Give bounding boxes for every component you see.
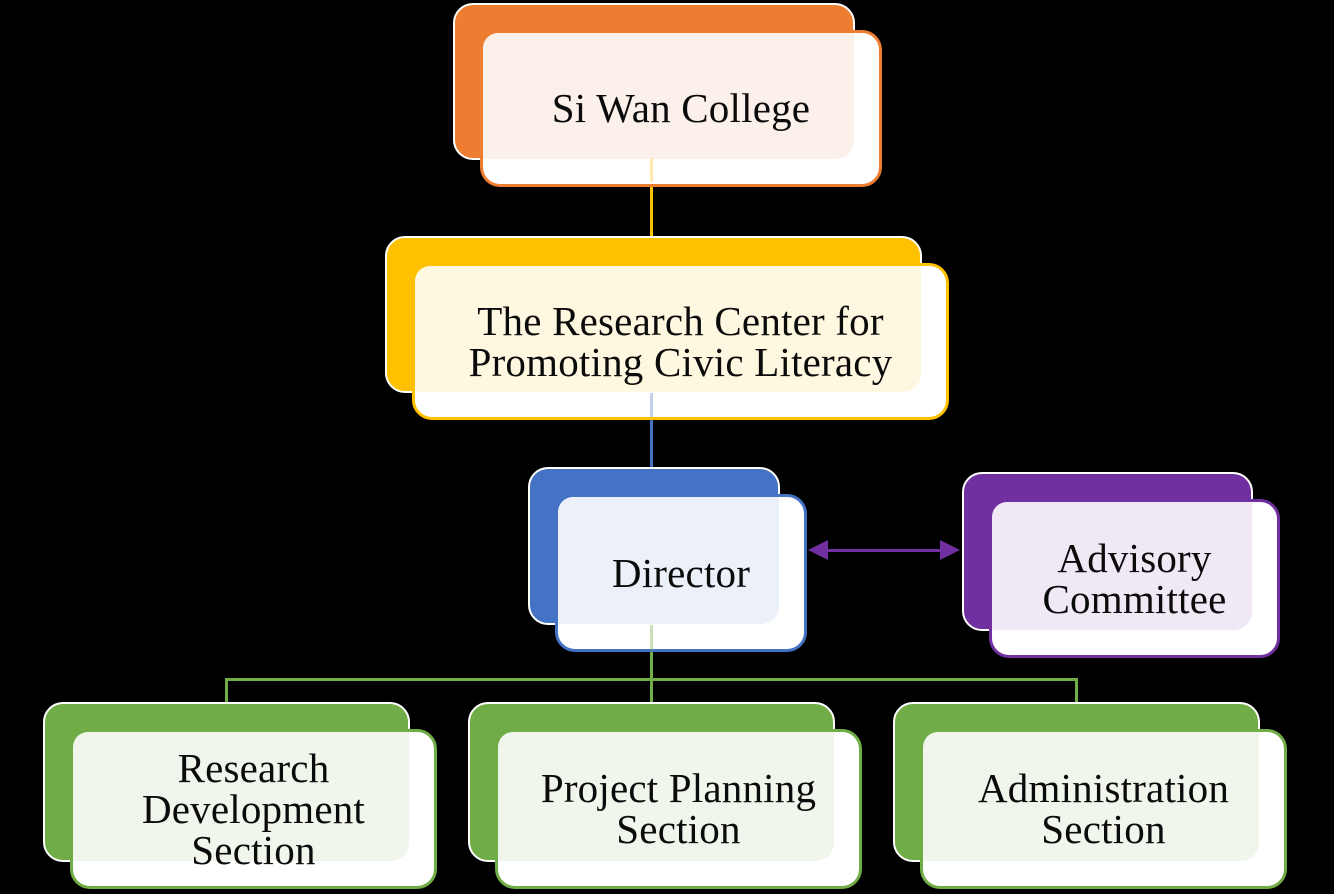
node-label-area: The Research Center for Promoting Civic … [415,266,946,417]
node-label: Director [611,549,751,596]
node-director: Director [528,467,810,655]
node-label-area: Project Planning Section [498,732,859,886]
node-label-area: Research Development Section [73,732,434,886]
node-label-area: Advisory Committee [992,502,1277,655]
connector-drop-administration [1075,680,1078,704]
connector-college-to-center [650,158,653,240]
node-research-development-section: Research Development Section [43,702,440,892]
connector-passthrough [650,625,653,651]
connector-center-to-director [650,392,653,470]
node-si-wan-college: Si Wan College [453,3,885,190]
connector-director-stem [650,624,653,681]
node-front-panel: The Research Center for Promoting Civic … [412,263,949,420]
node-label: Project Planning Section [540,765,817,852]
connector-director-advisory-arrow [808,540,960,560]
node-project-planning-section: Project Planning Section [468,702,865,892]
arrow-shaft [824,549,944,552]
node-tint-fill [558,497,779,624]
node-front-panel: Research Development Section [70,729,437,889]
node-tint-fill [923,732,1259,861]
node-label-area: Administration Section [923,732,1284,886]
connector-drop-research [225,680,228,704]
node-label-area: Si Wan College [483,33,879,184]
node-label: Administration Section [977,765,1230,852]
node-front-panel: Si Wan College [480,30,882,187]
node-front-panel: Administration Section [920,729,1287,889]
connector-passthrough [650,158,653,182]
node-administration-section: Administration Section [893,702,1290,892]
node-label-area: Director [558,497,804,649]
node-research-center: The Research Center for Promoting Civic … [385,236,952,423]
node-tint-fill [498,732,834,861]
node-label: Advisory Committee [1042,534,1227,622]
node-label: Si Wan College [551,85,811,131]
node-tint-fill [483,33,854,159]
node-front-panel: Director [555,494,807,652]
node-tint-fill [73,732,409,861]
node-tint-fill [992,502,1252,630]
connector-sections-crossbar [225,678,1078,681]
node-front-panel: Advisory Committee [989,499,1280,658]
arrowhead-right-icon [940,540,960,560]
connector-drop-planning [650,680,653,704]
node-front-panel: Project Planning Section [495,729,862,889]
connector-passthrough [650,393,653,417]
node-advisory-committee: Advisory Committee [962,472,1283,661]
node-label: Research Development Section [141,744,366,873]
arrowhead-left-icon [808,540,828,560]
node-label: The Research Center for Promoting Civic … [468,297,893,385]
node-tint-fill [415,266,921,392]
